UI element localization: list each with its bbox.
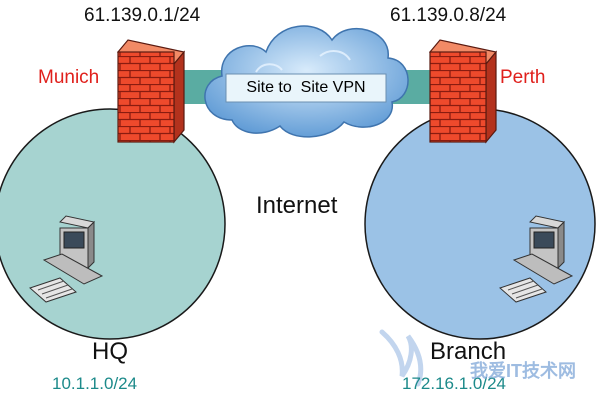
branch-public-ip: 61.139.0.8/24 [390, 5, 507, 26]
desktop-computer-icon-hq [29, 215, 104, 303]
hq-network-address: 10.1.1.0/24 [52, 374, 138, 393]
vpn-label-box [225, 73, 387, 103]
desktop-computer-icon-branch [499, 215, 574, 303]
vpn-label: Site to Site VPN [246, 79, 366, 96]
branch-site-name: Perth [500, 67, 546, 88]
hq-network-circle [0, 108, 226, 340]
watermark-text: 我爱IT技术网 [470, 361, 576, 381]
firewall-right [428, 39, 498, 144]
branch-role-label: Branch [430, 338, 507, 365]
firewall-left [116, 39, 186, 144]
internet-label: Internet [256, 192, 338, 219]
hq-public-ip: 61.139.0.1/24 [84, 5, 201, 26]
branch-network-address: 172.16.1.0/24 [402, 374, 506, 393]
hq-site-name: Munich [38, 67, 100, 88]
hq-role-label: HQ [92, 338, 128, 365]
eagle-logo-icon [379, 329, 424, 387]
